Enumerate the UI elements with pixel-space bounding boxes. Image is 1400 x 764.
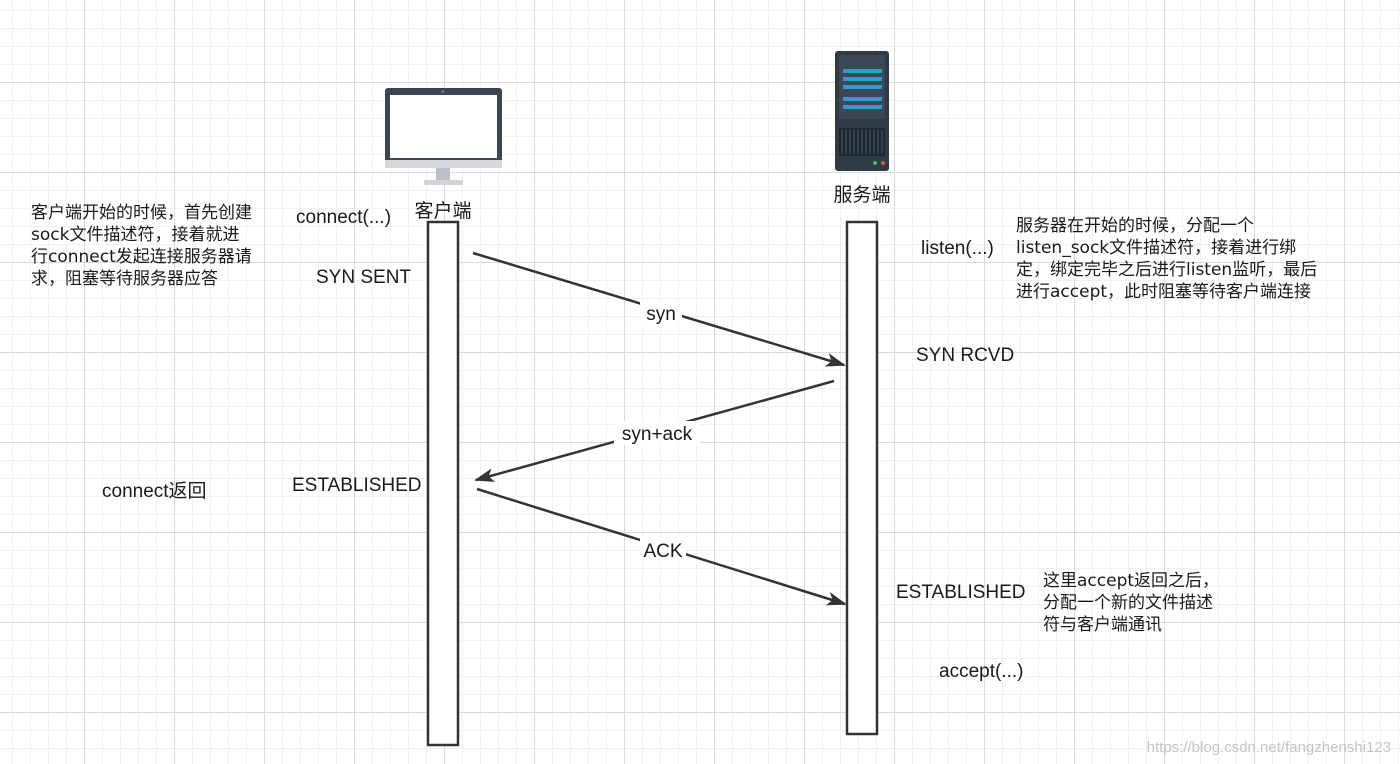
syn-label: syn	[646, 304, 676, 325]
server-note-bottom: 这里accept返回之后， 分配一个新的文件描述 符与客户端通讯	[1043, 570, 1219, 636]
server-state-syn-rcvd: SYN RCVD	[916, 345, 1014, 366]
client-note-line: 行connect发起连接服务器请	[31, 247, 252, 267]
syn-label-bg	[640, 301, 682, 325]
client-lifeline	[426, 220, 460, 747]
server-state-established: ESTABLISHED	[896, 582, 1026, 603]
desktop-computer-icon	[385, 88, 502, 185]
server-accept-call: accept(...)	[939, 661, 1023, 682]
client-state-established: ESTABLISHED	[292, 475, 422, 496]
ack-label-bg	[640, 538, 686, 562]
watermark: https://blog.csdn.net/fangzhenshi123	[1146, 739, 1391, 756]
client-connect-call: connect(...)	[296, 207, 391, 228]
client-note: 客户端开始的时候，首先创建 sock文件描述符，接着就进 行connect发起连…	[31, 202, 252, 290]
server-lifeline	[845, 220, 879, 736]
server-role-label: 服务端	[833, 184, 890, 206]
server-note-line: 进行accept，此时阻塞等待客户端连接	[1016, 282, 1312, 302]
server-note-line: 这里accept返回之后，	[1043, 571, 1220, 591]
syn-ack-label: syn+ack	[622, 424, 693, 445]
server-note-line: 定，绑定完毕之后进行listen监听，最后	[1016, 260, 1318, 280]
client-note-line: 客户端开始的时候，首先创建	[31, 203, 252, 223]
syn-ack-label-bg	[614, 421, 700, 445]
server-note-top: 服务器在开始的时候，分配一个 listen_sock文件描述符，接着进行绑 定，…	[1016, 215, 1317, 303]
server-note-line: 服务器在开始的时候，分配一个	[1016, 216, 1254, 236]
client-note-line: sock文件描述符，接着就进	[31, 225, 240, 245]
ack-label: ACK	[643, 541, 682, 562]
server-listen-call: listen(...)	[921, 238, 994, 259]
client-state-syn-sent: SYN SENT	[316, 267, 411, 288]
client-note-line: 求，阻塞等待服务器应答	[31, 269, 218, 289]
client-connect-return: connect返回	[102, 480, 207, 502]
server-note-line: 符与客户端通讯	[1043, 615, 1162, 635]
server-note-line: 分配一个新的文件描述	[1043, 593, 1213, 613]
server-rack-icon	[835, 51, 889, 171]
client-role-label: 客户端	[414, 200, 471, 222]
server-note-line: listen_sock文件描述符，接着进行绑	[1016, 238, 1297, 258]
